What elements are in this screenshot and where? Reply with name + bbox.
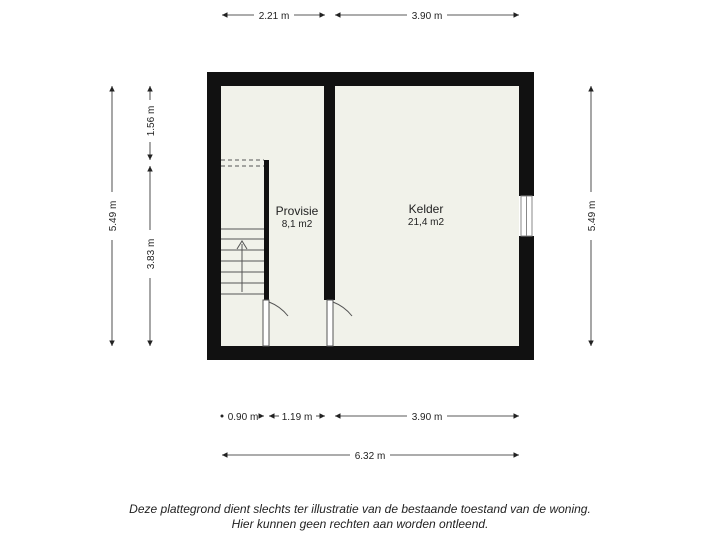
door-provisie xyxy=(262,299,289,347)
dim-bottom-3: 3.90 m xyxy=(412,412,443,423)
disclaimer-line-2: Hier kunnen geen rechten aan worden ontl… xyxy=(231,517,489,531)
staircase xyxy=(221,159,264,295)
room-area-kelder: 21,4 m2 xyxy=(408,217,445,228)
dim-right: 5.49 m xyxy=(587,201,598,232)
window xyxy=(520,195,533,237)
outer-walls xyxy=(207,72,534,360)
room-area-provisie: 8,1 m2 xyxy=(282,219,313,230)
dim-top-2: 3.90 m xyxy=(412,11,443,22)
dim-left-outer: 5.49 m xyxy=(108,201,119,232)
dim-top-1: 2.21 m xyxy=(259,11,290,22)
dim-bottom-1: 0.90 m xyxy=(228,412,259,423)
door-kelder xyxy=(326,299,353,347)
dim-bottom-2: 1.19 m xyxy=(282,412,313,423)
disclaimer: Deze plattegrond dient slechts ter illus… xyxy=(0,502,720,532)
disclaimer-line-1: Deze plattegrond dient slechts ter illus… xyxy=(129,502,591,516)
dim-bottom-total: 6.32 m xyxy=(355,451,386,462)
dim-left-lower: 3.83 m xyxy=(146,239,157,270)
dim-bottom-start-dot xyxy=(220,414,224,418)
dim-left-upper: 1.56 m xyxy=(146,106,157,137)
room-name-provisie: Provisie xyxy=(276,204,319,218)
room-name-kelder: Kelder xyxy=(409,202,444,216)
interior-walls xyxy=(264,86,335,300)
